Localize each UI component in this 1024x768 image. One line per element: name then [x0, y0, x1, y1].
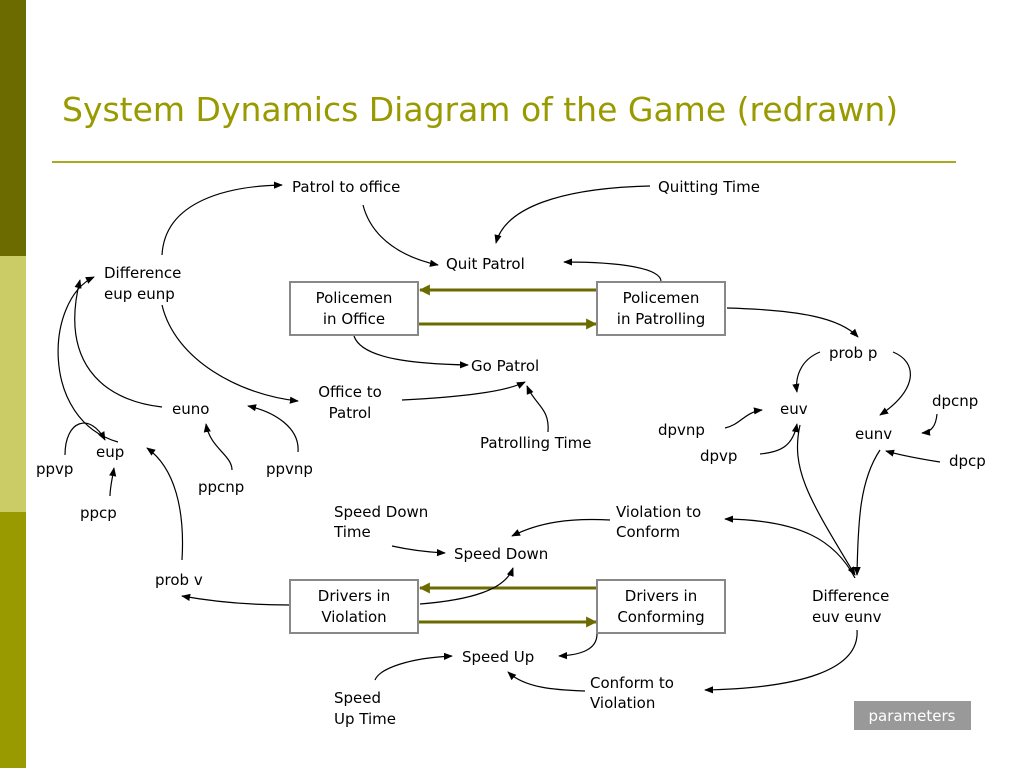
link-ppvp-to-eup	[64, 422, 106, 456]
link-conforming-to-speed-up	[558, 633, 598, 660]
sidebar-decoration	[0, 0, 26, 768]
svg-text:eup eunp: eup eunp	[104, 285, 175, 303]
var-euno: euno	[172, 400, 209, 418]
link-ppvnp-to-euno	[247, 404, 299, 453]
svg-text:Violation: Violation	[321, 608, 386, 626]
var-prob-p: prob p	[829, 344, 877, 362]
link-ppcp-to-eup	[109, 467, 117, 497]
parameters-button[interactable]: parameters	[854, 701, 971, 730]
rate-speed-down: Speed Down	[454, 545, 548, 563]
svg-text:Conform: Conform	[616, 523, 680, 541]
rate-speed-up: Speed Up	[462, 648, 534, 666]
stock-drivers-conforming: Drivers in Conforming	[596, 579, 726, 634]
svg-text:Policemen: Policemen	[623, 289, 700, 307]
var-ppcp: ppcp	[80, 504, 117, 522]
var-ppcnp: ppcnp	[198, 478, 244, 496]
svg-text:Time: Time	[333, 523, 371, 541]
var-difference-eup-eunp: Difference eup eunp	[104, 264, 181, 303]
svg-text:Conforming: Conforming	[617, 608, 704, 626]
var-dpcnp: dpcnp	[932, 392, 978, 410]
svg-text:Policemen: Policemen	[316, 289, 393, 307]
var-euv: euv	[780, 400, 808, 418]
var-difference-euv-eunv: Difference euv eunv	[812, 587, 889, 626]
svg-text:in Office: in Office	[323, 310, 385, 328]
var-dpvp: dpvp	[700, 447, 737, 465]
svg-text:Conform to: Conform to	[590, 674, 674, 692]
link-dpcp-to-eunv	[885, 449, 941, 463]
causal-links	[57, 181, 941, 694]
var-patrolling-time: Patrolling Time	[480, 434, 591, 452]
link-conform-to-violation-to-speed-up	[507, 671, 586, 692]
svg-text:Violation to: Violation to	[616, 503, 701, 521]
var-patrol-to-office: Patrol to office	[292, 178, 400, 196]
svg-text:Difference: Difference	[812, 587, 889, 605]
link-eup-to-difference	[57, 276, 119, 443]
material-flows	[418, 284, 598, 628]
link-violation-to-prob-v	[181, 593, 291, 606]
link-violation-to-speed-down	[419, 567, 514, 605]
rate-quit-patrol: Quit Patrol	[446, 255, 525, 273]
slide-title: System Dynamics Diagram of the Game (red…	[62, 90, 899, 129]
var-ppvp: ppvp	[36, 460, 73, 478]
rate-go-patrol: Go Patrol	[471, 357, 539, 375]
link-ppcnp-to-euno	[203, 423, 233, 471]
link-patrolling-to-prob-p	[726, 307, 859, 338]
link-eunv-to-difference-euv	[853, 449, 881, 576]
link-office-to-go-patrol	[353, 335, 469, 369]
link-difference-to-office-to-patrol	[161, 304, 299, 404]
var-office-to-patrol: Office to Patrol	[318, 383, 382, 422]
svg-text:Violation: Violation	[590, 694, 655, 712]
svg-text:Patrol: Patrol	[329, 404, 372, 422]
var-eup: eup	[96, 443, 124, 461]
svg-text:Speed Down: Speed Down	[334, 503, 428, 521]
link-quitting-time-to-quit-patrol	[494, 185, 651, 244]
var-prob-v: prob v	[155, 571, 203, 589]
var-quitting-time: Quitting Time	[658, 178, 760, 196]
sidebar-block-light	[0, 256, 26, 512]
svg-text:euv eunv: euv eunv	[812, 608, 882, 626]
svg-text:Drivers in: Drivers in	[318, 587, 390, 605]
svg-text:Drivers in: Drivers in	[625, 587, 697, 605]
stock-drivers-violation: Drivers in Violation	[289, 579, 419, 634]
link-speed-up-time-to-speed-up	[374, 652, 453, 681]
link-office-to-patrol-to-go-patrol	[401, 381, 526, 401]
link-patrol-to-office-to-quit-patrol	[362, 204, 439, 267]
link-prob-p-to-euv	[792, 351, 821, 393]
var-violation-to-conform: Violation to Conform	[616, 503, 701, 541]
stock-policemen-office: Policemen in Office	[289, 281, 419, 336]
svg-text:in Patrolling: in Patrolling	[617, 310, 705, 328]
link-prob-v-to-eup	[146, 447, 184, 561]
link-dpvp-to-euv	[759, 423, 800, 455]
svg-text:Up Time: Up Time	[334, 710, 396, 728]
sidebar-block-dark	[0, 0, 26, 256]
svg-text:Office to: Office to	[318, 383, 382, 401]
link-euv-to-difference-euv	[796, 424, 856, 576]
var-ppvnp: ppvnp	[266, 460, 313, 478]
link-dpcnp-to-eunv	[921, 413, 938, 436]
sidebar-block-medium	[0, 512, 26, 768]
var-speed-down-time: Speed Down Time	[333, 503, 428, 541]
stock-policemen-patrolling: Policemen in Patrolling	[596, 281, 726, 336]
link-prob-p-to-eunv	[879, 351, 911, 416]
var-conform-to-violation: Conform to Violation	[590, 674, 674, 712]
link-patrolling-time-to-go-patrol	[526, 385, 549, 433]
svg-text:Difference: Difference	[104, 264, 181, 282]
link-difference-euv-to-violation-to-conform	[724, 515, 856, 579]
var-dpcp: dpcp	[949, 452, 986, 470]
title-divider	[52, 161, 956, 163]
svg-text:parameters: parameters	[868, 707, 955, 725]
link-euno-to-difference	[74, 279, 163, 408]
var-dpvnp: dpvnp	[658, 421, 705, 439]
svg-text:Speed: Speed	[334, 689, 381, 707]
var-eunv: eunv	[855, 425, 892, 443]
link-difference-to-patrol-to-office	[161, 181, 283, 256]
link-patrolling-to-quit-patrol	[563, 258, 662, 283]
link-speed-down-time-to-speed-down	[391, 545, 446, 557]
link-dpvnp-to-euv	[724, 407, 763, 429]
link-violation-to-conform-to-speed-down	[511, 518, 611, 537]
link-difference-euv-to-conform-to-violation	[704, 629, 858, 694]
var-speed-up-time: Speed Up Time	[334, 689, 396, 728]
